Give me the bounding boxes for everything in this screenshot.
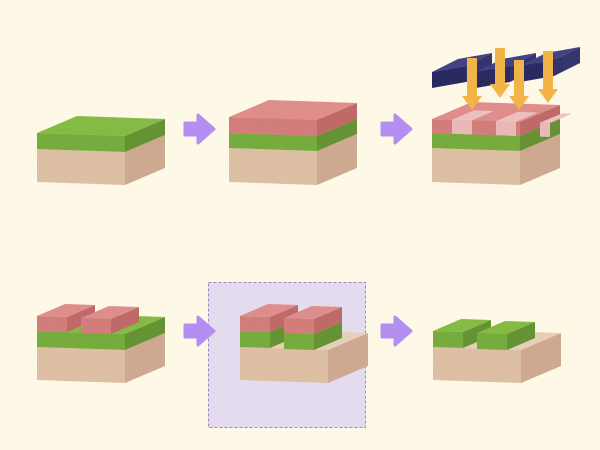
mask-bar-top	[476, 53, 536, 72]
film-line-right-side	[314, 322, 342, 350]
down-arrow-icon	[495, 48, 505, 86]
down-arrow-icon	[543, 51, 553, 91]
resist-line-left-front	[240, 316, 270, 332]
right-arrow-icon	[380, 113, 413, 145]
film-line-left-front	[433, 331, 463, 348]
resist-line-right-side	[314, 307, 342, 334]
exposed-region	[452, 110, 494, 121]
photoresist-layer-top	[229, 100, 357, 120]
exposed-region	[540, 113, 572, 124]
step-resist-stripping	[433, 319, 561, 383]
step-film-etching	[208, 282, 368, 428]
thin-film-layer-front	[37, 133, 125, 152]
film-line-right-top	[477, 321, 535, 334]
photoresist-layer-front	[229, 117, 317, 136]
down-arrow-icon	[467, 58, 477, 98]
thin-film-layer-front	[432, 133, 520, 151]
substrate-block-front	[240, 347, 328, 383]
thin-film-layer	[37, 116, 165, 152]
resist-line-right-front	[284, 318, 314, 334]
film-line-right	[477, 321, 535, 350]
exposed-region-front	[540, 122, 550, 138]
down-arrow-icon	[514, 60, 524, 98]
mask-bar-top	[432, 53, 492, 72]
resist-line-right-top	[284, 306, 342, 319]
photoresist-layer-side	[317, 103, 357, 136]
thin-film-layer-front	[37, 331, 125, 350]
uv-light-arrows	[462, 48, 558, 110]
resist-line-left-front	[37, 316, 67, 332]
right-arrow-icon	[183, 113, 216, 145]
down-arrow-icon	[509, 96, 529, 110]
substrate-block-side	[125, 333, 165, 383]
exposed-region	[496, 111, 538, 122]
down-arrow-icon	[538, 89, 558, 103]
thin-film-layer-side	[125, 119, 165, 152]
exposed-resist-regions	[452, 110, 572, 138]
film-line-left-front	[240, 331, 270, 348]
step-substrate-with-film	[37, 116, 165, 185]
right-arrow-icon	[183, 315, 216, 347]
step-mask-exposure	[432, 47, 580, 185]
film-line-left-top	[433, 319, 491, 332]
thin-film-layer-front	[229, 133, 317, 151]
resist-line-right	[81, 306, 139, 334]
step-resist-development	[37, 304, 165, 383]
photomask	[432, 47, 580, 88]
film-line-right-front	[284, 333, 314, 350]
substrate-block-front	[433, 347, 521, 383]
photoresist-layer	[229, 100, 357, 136]
substrate-block-front	[432, 148, 520, 185]
mask-bar-side	[554, 47, 580, 76]
step-resist-coating	[229, 100, 357, 185]
thin-film-layer-side	[125, 317, 165, 350]
thin-film-layer-top	[37, 116, 165, 136]
resist-line-left-top	[37, 304, 95, 317]
substrate-block-front	[229, 148, 317, 185]
down-arrow-icon	[490, 84, 510, 98]
mask-bar-front	[432, 66, 466, 88]
exposed-region-front	[452, 119, 472, 135]
substrate-block-side	[521, 333, 561, 383]
down-arrow-icon	[462, 96, 482, 110]
substrate-block-front	[37, 347, 125, 383]
mask-frame	[469, 57, 563, 77]
substrate-block-front	[37, 149, 125, 185]
substrate-block-side	[328, 333, 368, 383]
resist-line-right-top	[81, 306, 139, 319]
resist-line-right-side	[111, 307, 139, 334]
right-arrow-icon	[380, 315, 413, 347]
process-arrows	[183, 113, 413, 347]
photoresist-layer-side	[520, 105, 560, 136]
resist-line-right-front	[81, 318, 111, 334]
substrate-block-side	[125, 135, 165, 185]
exposed-region-front	[496, 121, 516, 136]
film-line-right-side	[507, 322, 535, 350]
resist-line-right	[284, 306, 342, 334]
resist-line-left-top	[240, 304, 298, 317]
thin-film-layer-side	[317, 119, 357, 151]
film-line-right-front	[477, 333, 507, 350]
